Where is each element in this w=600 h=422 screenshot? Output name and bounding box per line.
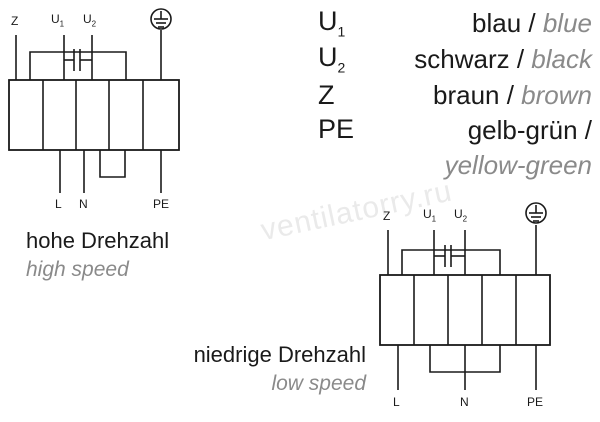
- high-label-z: Z: [11, 14, 19, 28]
- low-label-z: Z: [383, 209, 391, 223]
- high-label-u2: U2: [83, 12, 97, 29]
- low-label-n: N: [460, 395, 469, 409]
- high-label-l: L: [55, 197, 62, 211]
- low-speed-diagram: [379, 202, 551, 390]
- high-ground-icon: [150, 8, 172, 30]
- high-label-pe: PE: [153, 197, 170, 211]
- legend-text-pe-en: yellow-green: [444, 150, 592, 180]
- low-capacitor-icon: [434, 245, 465, 267]
- low-terminal-block: [379, 274, 551, 346]
- high-speed-caption-de: hohe Drehzahl: [26, 228, 170, 253]
- high-label-n: N: [79, 197, 88, 211]
- legend-text-u1: blau / blue: [472, 8, 592, 38]
- legend-code-u1: U1: [318, 6, 346, 40]
- high-capacitor-icon: [64, 49, 92, 71]
- legend-text-z: braun / brown: [433, 80, 592, 110]
- low-label-u1: U1: [423, 207, 437, 224]
- high-speed-diagram: [8, 8, 180, 193]
- high-label-u1: U1: [51, 12, 65, 29]
- legend-text-u2: schwarz / black: [414, 44, 592, 74]
- legend-code-z: Z: [318, 80, 335, 110]
- low-speed-caption-de: niedrige Drehzahl: [193, 342, 366, 367]
- low-label-pe: PE: [527, 395, 544, 409]
- high-speed-caption-en: high speed: [26, 258, 129, 281]
- low-label-l: L: [393, 395, 400, 409]
- legend-code-pe: PE: [318, 114, 355, 144]
- legend-code-u2: U2: [318, 42, 346, 76]
- low-ground-icon: [525, 202, 547, 224]
- high-terminal-block: [8, 79, 180, 151]
- low-label-u2: U2: [454, 207, 468, 224]
- low-speed-caption-en: low speed: [271, 372, 366, 395]
- legend-text-pe: gelb-grün /: [467, 115, 592, 145]
